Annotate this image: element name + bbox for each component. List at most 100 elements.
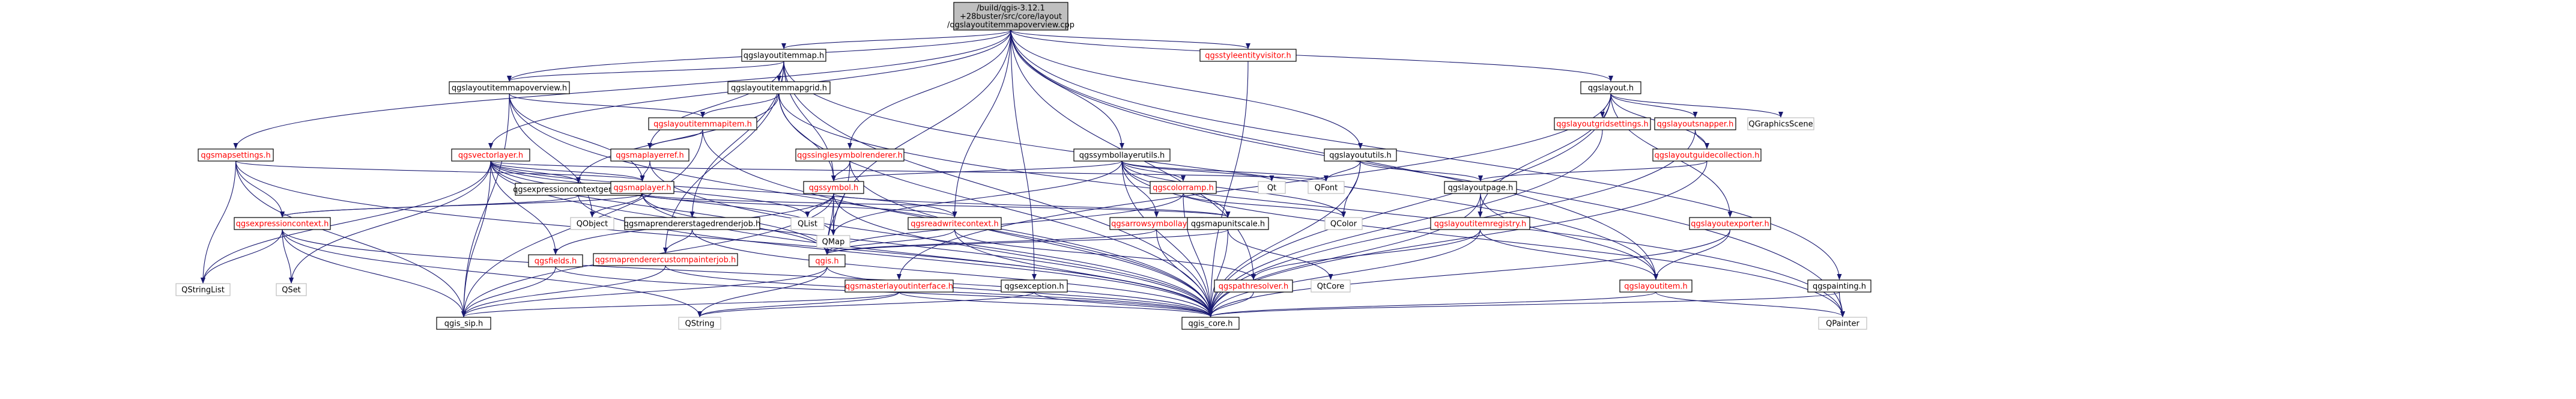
edge-qgis-to-qgissip <box>461 266 828 317</box>
node-itemregistry[interactable]: qgslayoutitemregistry.h <box>1430 217 1530 230</box>
node-label: qgssymbol.h <box>809 184 859 193</box>
node-qgsexception[interactable]: qgsexception.h <box>1001 279 1068 293</box>
node-colorramp[interactable]: qgscolorramp.h <box>1150 181 1217 194</box>
node-pathresolver[interactable]: qgspathresolver.h <box>1214 279 1293 293</box>
node-box <box>1258 181 1286 194</box>
node-symbol[interactable]: qgssymbol.h <box>803 181 864 194</box>
node-layoutpage[interactable]: qgslayoutpage.h <box>1444 181 1517 194</box>
edge-itemmapoverview-to-qgissip <box>461 93 510 317</box>
node-qgissip[interactable]: qgis_sip.h <box>436 317 491 330</box>
edge-mapsettings-to-qgissip <box>235 160 466 317</box>
edge-layout-to-graphicsscene <box>1610 93 1783 118</box>
edge-layoutitem-to-qpainter <box>1655 291 1845 317</box>
node-label: qgsmaplayer.h <box>614 184 671 193</box>
edge-qgsfields-to-qgissip <box>461 266 556 317</box>
node-label: qgspathresolver.h <box>1219 282 1288 291</box>
node-box <box>1001 279 1068 293</box>
edge-layoututils-to-qcolor <box>1341 160 1361 218</box>
edge-symbollayerutils-to-symbol <box>831 160 1123 181</box>
node-root[interactable]: /build/qgis-3.12.1+28buster/src/core/lay… <box>947 2 1074 31</box>
edge-symbol-to-mapunitscale <box>833 193 1231 218</box>
node-mapunitscale[interactable]: qgsmapunitscale.h <box>1187 217 1269 230</box>
node-label: QPainter <box>1826 320 1859 329</box>
node-snapper[interactable]: qgslayoutsnapper.h <box>1654 117 1736 130</box>
edge-root-to-readerctx <box>952 29 1011 218</box>
node-box <box>1444 181 1517 194</box>
node-box <box>741 49 826 62</box>
node-label: qgslayoutexporter.h <box>1691 220 1769 229</box>
node-qcore[interactable]: QtCore <box>1311 279 1351 293</box>
node-qstringlist[interactable]: QStringList <box>175 283 231 296</box>
node-mapsettings[interactable]: qgsmapsettings.h <box>198 148 274 162</box>
node-gridsettings[interactable]: qgslayoutgridsettings.h <box>1554 117 1651 130</box>
node-label: qgsmaprenderercustompainterjob.h <box>595 256 736 265</box>
node-box <box>678 317 721 330</box>
node-itemmapoverview[interactable]: qgslayoutitemmapoverview.h <box>449 81 570 94</box>
node-maplayer[interactable]: qgsmaplayer.h <box>610 181 674 194</box>
edge-itemmapoverview-to-qobject <box>509 93 595 218</box>
node-qpainter[interactable]: QPainter <box>1818 317 1867 330</box>
node-symbollayerutils[interactable]: qgssymbollayerutils.h <box>1073 148 1171 162</box>
node-qt[interactable]: Qt <box>1258 181 1286 194</box>
node-label: qgsexception.h <box>1004 282 1064 291</box>
node-box <box>175 283 231 296</box>
node-label: qgssinglesymbolrenderer.h <box>797 151 903 160</box>
node-qfont[interactable]: QFont <box>1308 181 1345 194</box>
node-arrowsymbol[interactable]: qgsarrowsymbollayer.h <box>1109 217 1204 230</box>
node-layoututils[interactable]: qgslayoututils.h <box>1324 148 1397 162</box>
node-label: qgslayoutguidecollection.h <box>1655 151 1760 160</box>
node-masterlayout[interactable]: qgsmasterlayoutinterface.h <box>844 279 954 293</box>
edge-symbol-to-qgiscore <box>833 193 1213 317</box>
node-qstring[interactable]: QString <box>678 317 721 330</box>
edge-exporter-to-qgiscore <box>1208 229 1731 317</box>
edge-vectorlayer-to-qstringlist <box>201 160 491 284</box>
node-graphicsscene[interactable]: QGraphicsScene <box>1747 117 1814 130</box>
node-qgis[interactable]: qgis.h <box>808 254 846 267</box>
node-label: +28buster/src/core/layout <box>960 13 1062 22</box>
node-box <box>593 253 738 266</box>
edge-masterlayout-to-qgiscore <box>899 291 1213 317</box>
node-layoutitem[interactable]: qgslayoutitem.h <box>1619 279 1693 293</box>
edge-mapunitscale-to-qcore <box>1227 229 1333 280</box>
node-qmap[interactable]: QMap <box>816 235 850 248</box>
node-itemmapgrid[interactable]: qgslayoutitemmapgrid.h <box>727 81 831 94</box>
node-guidecollection[interactable]: qgslayoutguidecollection.h <box>1652 148 1762 162</box>
node-box <box>1150 181 1217 194</box>
node-label: QColor <box>1330 220 1357 229</box>
node-qobject[interactable]: QObject <box>570 217 614 230</box>
node-singlesymbol[interactable]: qgssinglesymbolrenderer.h <box>795 148 905 162</box>
node-readerctx[interactable]: qgsreadwritecontext.h <box>908 217 1002 230</box>
node-qset[interactable]: QSet <box>276 283 307 296</box>
node-maprendererstaged[interactable]: qgsmaprendererstagedrenderjob.h <box>624 217 761 230</box>
node-qgsfields[interactable]: qgsfields.h <box>528 254 583 267</box>
node-maplayerref[interactable]: qgsmaplayerref.h <box>610 148 689 162</box>
node-mapcustompainter[interactable]: qgsmaprenderercustompainterjob.h <box>593 253 738 266</box>
node-exporter[interactable]: qgslayoutexporter.h <box>1689 217 1771 230</box>
node-label: qgsreadwritecontext.h <box>911 220 999 229</box>
node-layoutitemmap[interactable]: qgslayoutitemmap.h <box>741 49 826 62</box>
node-label: qgslayoutitem.h <box>1624 282 1688 291</box>
node-box <box>1181 317 1240 330</box>
node-exprcontext[interactable]: qgsexpressioncontext.h <box>234 217 331 230</box>
node-box <box>1199 49 1297 62</box>
edge-vectorlayer-to-qset <box>289 160 491 284</box>
node-qcolor[interactable]: QColor <box>1324 217 1363 230</box>
edge-itemmapgrid-to-exprctxgen <box>576 93 780 183</box>
node-box <box>1747 117 1814 130</box>
node-qlist[interactable]: QList <box>790 217 825 230</box>
node-label: qgslayoutpage.h <box>1448 184 1514 193</box>
edge-layoutpage-to-qgiscore <box>1208 193 1481 317</box>
edge-maprendererstaged-to-mapcustompainter <box>663 229 693 254</box>
node-box <box>1324 148 1397 162</box>
node-qgspainting[interactable]: qgspainting.h <box>1807 279 1871 293</box>
node-qgiscore[interactable]: qgis_core.h <box>1181 317 1240 330</box>
node-styleentity[interactable]: qgsstyleentityvisitor.h <box>1199 49 1297 62</box>
node-layout[interactable]: qgslayout.h <box>1580 81 1641 94</box>
node-itemmapitem[interactable]: qgslayoutitemmapitem.h <box>648 117 757 130</box>
edge-layoutpage-to-layoutitem <box>1480 193 1658 280</box>
node-box <box>1073 148 1171 162</box>
node-box <box>1689 217 1771 230</box>
node-label: QStringList <box>181 286 225 295</box>
node-vectorlayer[interactable]: qgsvectorlayer.h <box>451 148 530 162</box>
edge-layoutitem-to-qgiscore <box>1208 291 1656 317</box>
